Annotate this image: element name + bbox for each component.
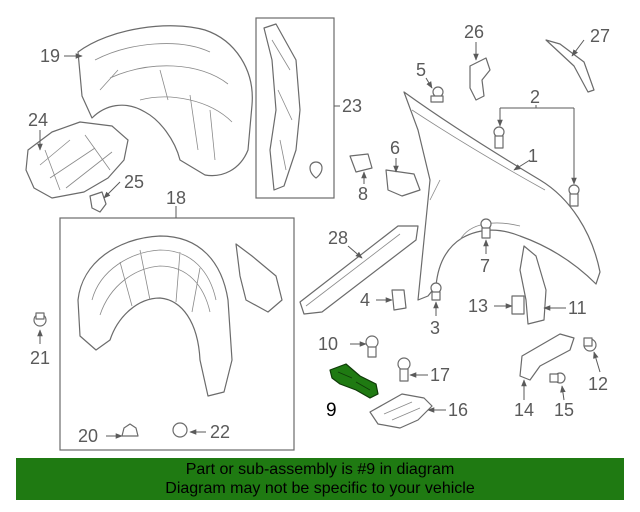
callout-4: 4: [360, 290, 370, 310]
part-4-clip[interactable]: [391, 289, 407, 311]
part-7-bolt[interactable]: [480, 218, 492, 239]
part-8-clip[interactable]: [349, 153, 373, 173]
part-13-clip[interactable]: [511, 295, 525, 315]
parts-diagram: 1 2 3 4 5 6 7 8 9 10 11 12 13 14 15 16 1…: [25, 17, 610, 451]
info-banner: Part or sub-assembly is #9 in diagram Di…: [16, 458, 624, 500]
callout-3: 3: [430, 318, 440, 338]
part-2-bolts[interactable]: [493, 126, 580, 207]
callout-17: 17: [430, 365, 450, 385]
part-5-bolt[interactable]: [430, 86, 444, 103]
part-9-bracket-highlighted[interactable]: [329, 363, 379, 399]
part-26-bracket[interactable]: [469, 57, 491, 101]
callout-28: 28: [328, 228, 348, 248]
callout-25: 25: [124, 172, 144, 192]
callout-27: 27: [590, 26, 610, 46]
callout-2: 2: [530, 87, 540, 107]
callout-6: 6: [390, 138, 400, 158]
callout-12: 12: [588, 374, 608, 394]
leader-lines: [37, 39, 601, 439]
callout-labels: 1 2 3 4 5 6 7 8 9 10 11 12 13 14 15 16 1…: [28, 22, 610, 446]
part-1-front-fender[interactable]: [403, 91, 601, 301]
part-17-bolt[interactable]: [397, 357, 411, 382]
callout-13: 13: [468, 296, 488, 316]
callout-16: 16: [448, 400, 468, 420]
callout-7: 7: [480, 256, 490, 276]
part-23-pillar-trim[interactable]: [263, 23, 323, 191]
part-14-bracket[interactable]: [519, 333, 575, 381]
part-6-bracket[interactable]: [385, 169, 421, 197]
part-20-push-pin[interactable]: [121, 423, 139, 437]
callout-5: 5: [416, 60, 426, 80]
callout-24: 24: [28, 110, 48, 130]
callout-19: 19: [40, 46, 60, 66]
part-28-sill-trim[interactable]: [299, 225, 419, 315]
part-12-bolt[interactable]: [583, 337, 597, 352]
banner-line-1: Part or sub-assembly is #9 in diagram: [185, 461, 455, 478]
part-19-fender-liner[interactable]: [77, 25, 253, 177]
part-25-clip[interactable]: [89, 191, 107, 213]
part-27-trim-strip[interactable]: [545, 39, 595, 93]
callout-11: 11: [568, 298, 587, 318]
part-16-bracket-plate[interactable]: [369, 393, 433, 429]
callout-23: 23: [342, 96, 362, 116]
callout-26: 26: [464, 22, 484, 42]
part-11-bracket[interactable]: [519, 245, 547, 325]
part-15-bolt[interactable]: [549, 372, 566, 384]
part-10-bolt[interactable]: [365, 335, 379, 358]
callout-21: 21: [30, 348, 50, 368]
part-18-fender-liner[interactable]: [77, 235, 283, 397]
callout-14: 14: [514, 400, 534, 420]
part-24-splash-shield[interactable]: [25, 121, 129, 199]
callout-22: 22: [210, 422, 230, 442]
banner-line-2: Diagram may not be specific to your vehi…: [165, 480, 475, 497]
part-3-bolt[interactable]: [430, 282, 442, 301]
callout-18: 18: [166, 188, 186, 208]
callout-10: 10: [318, 334, 338, 354]
part-22-clip[interactable]: [172, 422, 188, 438]
callout-20: 20: [78, 426, 98, 446]
callout-8: 8: [358, 184, 368, 204]
callout-1: 1: [528, 146, 538, 166]
part-21-bolt[interactable]: [33, 312, 47, 327]
callout-15: 15: [554, 400, 574, 420]
callout-9: 9: [326, 400, 337, 421]
